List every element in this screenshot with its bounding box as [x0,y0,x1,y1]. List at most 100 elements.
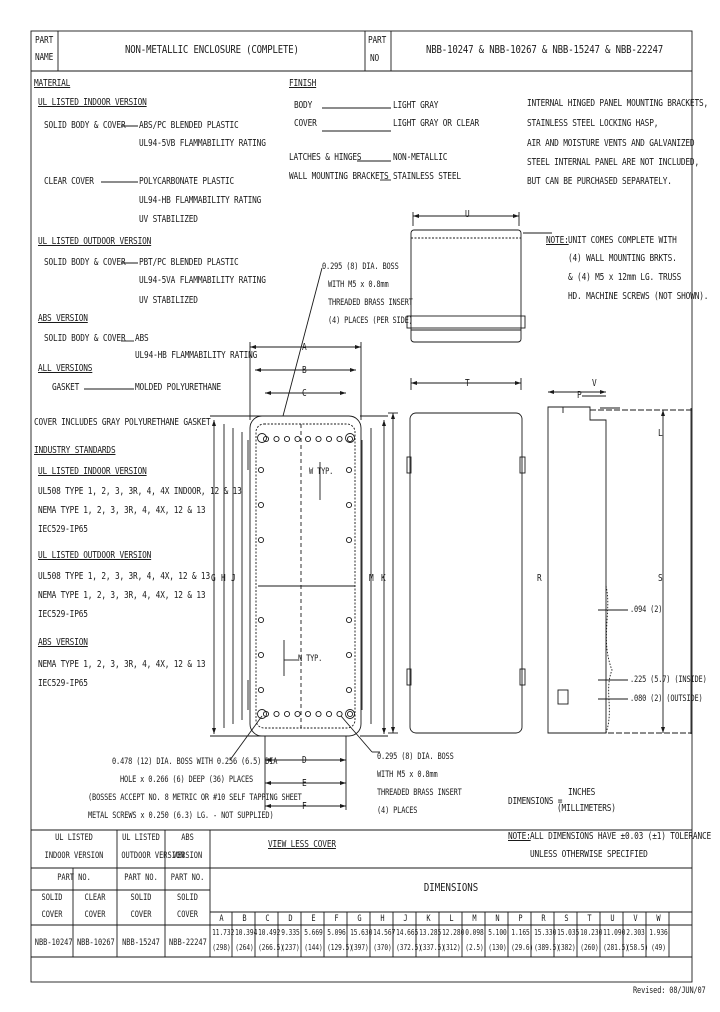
mounting-boss [345,466,353,474]
sheet-border [30,30,693,983]
tolerance-note-line: ALL DIMENSIONS HAVE ±0.03 (±1) TOLERANCE [530,831,712,842]
finish-body-label: BODY [294,100,313,111]
industry-outdoor-line: NEMA TYPE 1, 2, 3, 3R, 4, 4X, 12 & 13 [38,590,206,601]
clear-cover-uv: UV STABILIZED [139,214,198,225]
dim-value-inches: 14.567 [373,928,396,937]
dim-letter-d: D [302,755,307,766]
dimensions-title: DIMENSIONS [423,881,479,894]
mounting-boss [273,710,280,718]
part-no-label-2: NO [370,53,380,64]
clear-cover-rating: UL94-HB FLAMMABILITY RATING [139,195,262,206]
dim-value-inches: 0.098 [465,928,484,937]
internal-note-line: BUT CAN BE PURCHASED SEPARATELY. [527,176,672,187]
internal-note-line: AIR AND MOISTURE VENTS AND GALVANIZED [527,138,695,149]
sub-header: SOLID [130,893,152,903]
boss-bottom-right-callout: (4) PLACES [377,806,418,816]
mounting-boss [257,686,265,694]
dim-letter-l: L [658,428,663,439]
version-outdoor: UL LISTED [122,833,160,843]
dim-column-letter: K [426,914,431,924]
dim-value-inches: 10.394 [235,928,258,937]
view-less-cover-label: VIEW LESS COVER [268,839,336,850]
dim-column-letter: T [587,914,592,924]
part-name-label-2: NAME [35,52,54,63]
mounting-boss [304,435,312,443]
clear-cover-label: CLEAR COVER [44,176,94,187]
mounting-boss [315,435,322,443]
dim-value-inches: 9.335 [281,928,300,937]
dim-value-mm: (281.5) [603,943,629,952]
part-no-label-1: PART [368,35,387,46]
mounting-boss [294,710,301,718]
dim-column-letter: U [610,914,615,924]
dim-value-mm: (337.5) [419,943,445,952]
mounting-boss [346,710,354,718]
version-abs-sub: VERSION [172,851,203,861]
dim-letter-b: B [302,365,307,376]
mounting-boss [257,466,265,474]
dim-letter-f: F [302,801,307,812]
part-name-label-1: PART [35,35,54,46]
dim-value-mm: (129.5) [327,943,353,952]
boss-top-callout: WITH M5 x 0.8mm [328,280,389,290]
dim-value-mm: (266.5) [258,943,284,952]
n-typ-label: N TYP. [298,654,323,664]
mounting-boss [345,501,353,509]
version-outdoor-sub: OUTDOOR VERSION [121,851,185,861]
boss-top-callout: 0.295 (8) DIA. BOSS [322,262,399,272]
mounting-boss [345,686,353,694]
dimensions-legend-inches: INCHES [568,787,596,798]
dim-column-letter: N [495,914,500,924]
dim-value-mm: (29.6) [511,943,534,952]
sub-header: CLEAR [84,893,106,903]
dim-column-letter: E [311,914,316,924]
dim-value-inches: 10.230 [580,928,603,937]
dim-value-inches: 1.165 [511,928,530,937]
ul-indoor-body-rating: UL94-5VB FLAMMABILITY RATING [139,138,266,149]
ul-outdoor-body-value: PBT/PC BLENDED PLASTIC [139,257,239,268]
dim-letter-g: G [211,573,216,584]
dim-value-mm: (144) [304,943,323,952]
mounting-boss [257,616,265,624]
dim-column-letter: A [219,914,224,924]
mounting-boss [257,501,265,509]
unit-note-line: UNIT COMES COMPLETE WITH [568,235,677,246]
dim-value-mm: (58.5) [626,943,649,952]
internal-note-line: STEEL INTERNAL PANEL ARE NOT INCLUDED, [527,157,699,168]
dim-letter-t: T [465,378,470,389]
part-no-header: PART NO. [124,873,158,883]
dim-value-inches: 10.492 [258,928,281,937]
dim-column-letter: R [541,914,546,924]
dim-letter-m: M [369,573,374,584]
dim-letter-s: S [658,573,663,584]
dim-value-inches: 15.330 [534,928,557,937]
ul-indoor-title: UL LISTED INDOOR VERSION [38,97,147,108]
dim-column-letter: V [633,914,638,924]
dim-column-letter: M [472,914,477,924]
dim-value-mm: (382) [557,943,576,952]
boss-bottom-right-callout: 0.295 (8) DIA. BOSS [377,752,454,762]
dim-value-mm: (298) [212,943,231,952]
dim-value-inches: 11.732 [212,928,235,937]
finish-cover-value: LIGHT GRAY OR CLEAR [393,118,479,129]
dim-value-inches: 15.630 [350,928,373,937]
finish-latches-value: NON-METALLIC [393,152,448,163]
mounting-boss [325,435,333,443]
revision-date: Revised: 08/JUN/07 [633,986,706,996]
unit-note-label: NOTE: [546,235,569,246]
threaded-boss [345,433,355,443]
dim-letter-r: R [537,573,542,584]
abs-title: ABS VERSION [38,313,88,324]
dim-value-mm: (370) [373,943,392,952]
dim-letter-a: A [302,342,307,353]
dim-column-letter: L [449,914,454,924]
dim-column-letter: H [380,914,385,924]
dim-value-mm: (2.5) [465,943,484,952]
mounting-boss [336,435,343,443]
ul-outdoor-body-rating: UL94-5VA FLAMMABILITY RATING [139,275,266,286]
dim-column-letter: W [656,914,661,924]
mounting-boss [325,710,333,718]
version-indoor-sub: INDOOR VERSION [44,851,104,861]
dim-value-mm: (260) [580,943,599,952]
